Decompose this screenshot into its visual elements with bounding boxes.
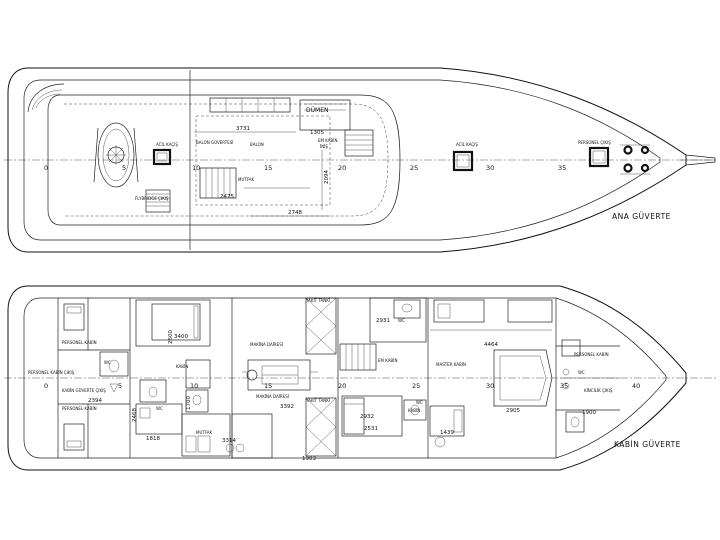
station-5-top: 5 [122, 164, 126, 172]
dim-1700: 1700 [186, 396, 192, 410]
station-0-top: 0 [44, 164, 48, 172]
dim-1903: 1903 [302, 456, 316, 462]
main-deck-plan: FLYBRIDGE ÇIKIŞ ACİL KAÇIŞ BALON GÜVERTE… [4, 67, 718, 253]
station-10-bottom: 10 [190, 382, 198, 390]
label-personel-kabin-forward: PERSONEL KABİN [574, 352, 609, 357]
master-bed [493, 349, 553, 407]
main-deck-title: ANA GÜVERTE [612, 212, 671, 221]
station-35-top: 35 [558, 164, 566, 172]
label-kabin-guverte-cikis: KABİN GÜVERTE ÇIKIŞ [62, 388, 106, 393]
label-yakit-tanki-starboard: YAKIT TANKI [305, 398, 330, 403]
dim-2094: 2094 [324, 170, 330, 184]
flybridge-stairs [145, 189, 171, 213]
dim-2531: 2531 [364, 426, 378, 432]
label-acil-kacis-aft: ACİL KAÇIŞ [156, 142, 178, 147]
station-30-bottom: 30 [486, 382, 494, 390]
cabin-deck-plan: PERSONEL KABİN PERSONEL KABİN ÇIKIŞ PERS… [4, 285, 718, 471]
dim-2475: 2475 [220, 194, 234, 200]
escape-hatch-aft [152, 148, 172, 166]
station-10-top: 10 [192, 164, 200, 172]
station-15-top: 15 [264, 164, 272, 172]
galley-lower [181, 413, 231, 457]
label-wc-aft: WC [104, 360, 111, 365]
saloon-stairs [199, 167, 237, 199]
label-em-kabin: EM KABİN [318, 138, 337, 143]
label-yakit-tanki-port: YAKIT TANKI [305, 298, 330, 303]
escape-hatch-forward [452, 150, 474, 172]
dim-1305: 1305 [310, 130, 324, 136]
label-wc-forward: WC [578, 370, 585, 375]
label-personel-kabin-aft-starboard: PERSONEL KABİN [62, 406, 97, 411]
dim-1900: 1900 [582, 410, 596, 416]
label-em-kabin-lower: EM KABİN [378, 358, 397, 363]
label-flybridge: FLYBRIDGE ÇIKIŞ [135, 196, 169, 201]
label-balon: BALON [250, 142, 264, 147]
station-40-bottom: 40 [632, 382, 640, 390]
label-acil-kacis-forward: ACİL KAÇIŞ [456, 142, 478, 147]
helm-stairs [344, 129, 374, 157]
dim-3392: 3392 [280, 404, 294, 410]
label-makina-dairesi-1: MAKİNA DAİRESİ [250, 342, 283, 347]
label-personel-kabin-cikis: PERSONEL KABİN ÇIKIŞ [28, 370, 75, 375]
dim-2468: 2468 [132, 408, 138, 422]
label-kincilik-cikis: KİNCİLİK ÇIKIŞ [584, 388, 613, 393]
crew-bed-port [63, 303, 85, 331]
station-25-bottom: 25 [412, 382, 420, 390]
dim-3400: 3400 [174, 334, 188, 340]
cabin-deck-title: KABİN GÜVERTE [614, 440, 681, 449]
station-0-bottom: 0 [44, 382, 48, 390]
station-20-bottom: 20 [338, 382, 346, 390]
label-mutfak-lower: MUTFAK [196, 430, 212, 435]
station-20-top: 20 [338, 164, 346, 172]
label-master-kabin: MASTER KABİN [436, 362, 466, 367]
station-35-bottom: 35 [560, 382, 568, 390]
cabin-deck-hull [7, 285, 687, 471]
dim-2931: 2931 [376, 318, 390, 324]
station-25-top: 25 [410, 164, 418, 172]
dim-1439: 1439 [440, 430, 454, 436]
label-em-kabin-inis: İNİŞ [320, 144, 328, 149]
label-wc-mid: WC [398, 318, 405, 323]
dim-2932: 2932 [360, 414, 374, 420]
dim-3314: 3314 [222, 438, 236, 444]
label-mutfak-top: MUTFAK [238, 177, 254, 182]
dim-2905: 2905 [506, 408, 520, 414]
crew-hatch [588, 146, 610, 168]
fuel-tank-starboard [305, 397, 337, 457]
bed-aft-port [151, 303, 201, 341]
label-kabin-mid: KABİN [408, 408, 420, 413]
dim-3731: 3731 [236, 126, 250, 132]
label-dumen: DÜMEN [306, 107, 328, 114]
dim-2500: 2500 [168, 330, 174, 344]
dim-4464: 4464 [484, 342, 498, 348]
station-30-top: 30 [486, 164, 494, 172]
label-makina-dairesi-2: MAKİNA DAİRESİ [256, 394, 289, 399]
main-deck-hull [7, 67, 687, 253]
cabin-mid-starboard [341, 395, 403, 437]
label-wc-10: WC [156, 406, 163, 411]
station-5-bottom: 5 [118, 382, 122, 390]
station-15-bottom: 15 [264, 382, 272, 390]
engine-block [247, 359, 311, 391]
fuel-tank-port [305, 297, 337, 355]
crew-bed-starboard [63, 423, 85, 451]
dim-2748: 2748 [288, 210, 302, 216]
dim-2394: 2394 [88, 398, 102, 404]
flybridge-table [97, 122, 135, 188]
label-wc-mid-starboard: WC [416, 400, 423, 405]
label-personel-cikis: PERSONEL ÇIKIŞ [578, 140, 611, 145]
label-personel-kabin-aft-port: PERSONEL KABİN [62, 340, 97, 345]
label-balon-guvertesi: BALON GÜVERTESİ [196, 140, 233, 145]
cabin-stairs [339, 343, 377, 371]
label-kabin-aft: KABİN [176, 364, 188, 369]
dim-1818: 1818 [146, 436, 160, 442]
